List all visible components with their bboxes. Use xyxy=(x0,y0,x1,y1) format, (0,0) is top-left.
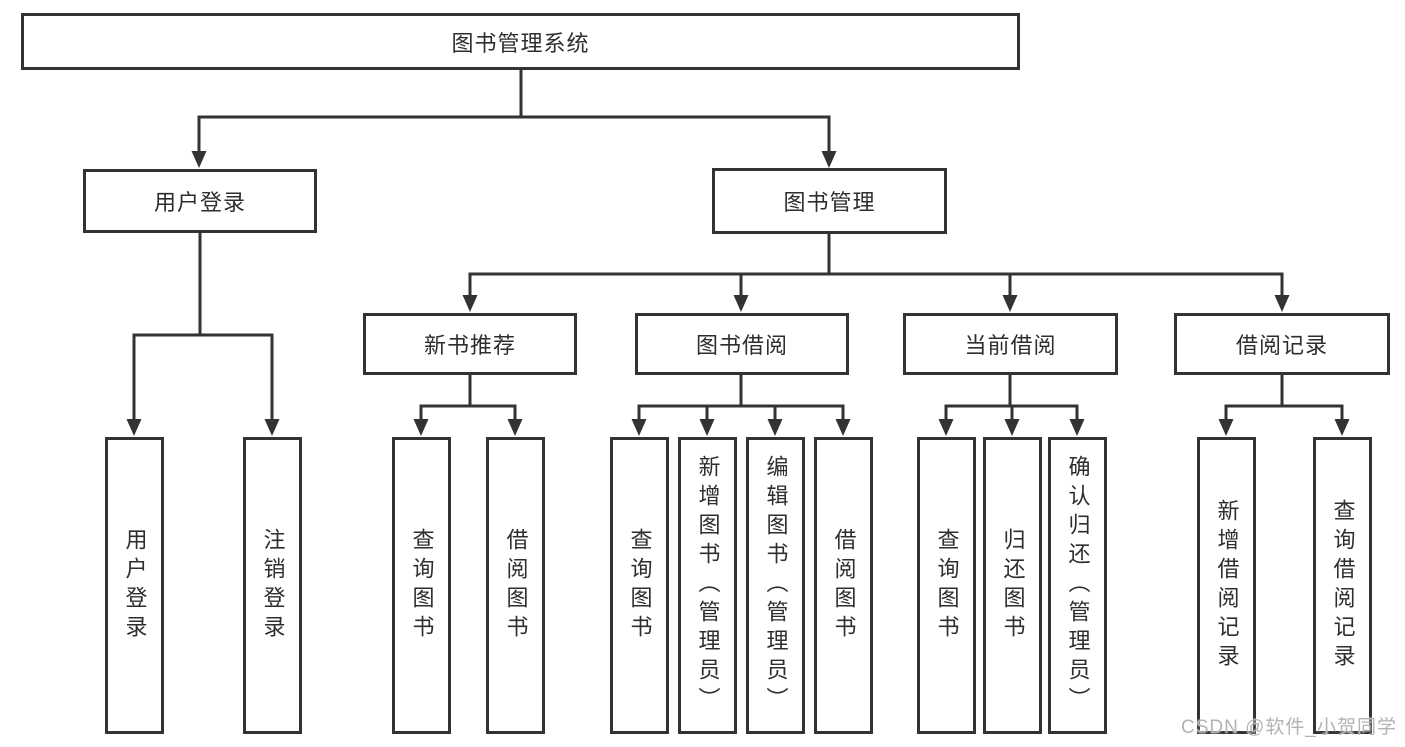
node-leaf-recommend-borrow-book: 借阅图书 xyxy=(486,437,545,734)
arrow-down-icon xyxy=(264,419,280,436)
node-leaf-records-add-record: 新增借阅记录 xyxy=(1197,437,1256,734)
node-leaf-borrow-add-book: 新增图书（管理员） xyxy=(678,437,737,734)
node-new-book-recommend: 新书推荐 xyxy=(363,313,577,375)
arrow-down-icon xyxy=(1334,419,1350,436)
watermark: CSDN @软件_小贺同学 xyxy=(1181,717,1397,738)
node-leaf-records-query-record: 查询借阅记录 xyxy=(1313,437,1372,734)
arrow-down-icon xyxy=(462,295,478,312)
node-user-login: 用户登录 xyxy=(83,169,317,233)
node-leaf-current-return-book: 归还图书 xyxy=(983,437,1042,734)
node-user-login-label: 用户登录 xyxy=(153,190,246,215)
node-leaf-records-add-record-label: 新增借阅记录 xyxy=(1214,498,1240,673)
node-leaf-borrow-edit-book-label: 编辑图书（管理员） xyxy=(763,455,789,716)
node-leaf-current-confirm-return: 确认归还（管理员） xyxy=(1048,437,1107,734)
node-borrow-records-label: 借阅记录 xyxy=(1235,333,1328,358)
node-leaf-logout: 注销登录 xyxy=(243,437,302,734)
arrow-down-icon xyxy=(835,419,851,436)
arrow-down-icon xyxy=(1069,419,1085,436)
arrow-down-icon xyxy=(507,419,523,436)
connector-segments xyxy=(132,67,1344,433)
node-leaf-borrow-query-book: 查询图书 xyxy=(610,437,669,734)
node-leaf-borrow-borrow-book-label: 借阅图书 xyxy=(831,527,857,644)
node-leaf-current-query-book-label: 查询图书 xyxy=(934,527,960,644)
node-leaf-recommend-query-book: 查询图书 xyxy=(392,437,451,734)
node-leaf-borrow-borrow-book: 借阅图书 xyxy=(814,437,873,734)
node-current-borrow: 当前借阅 xyxy=(903,313,1118,375)
node-leaf-borrow-edit-book: 编辑图书（管理员） xyxy=(746,437,805,734)
node-leaf-current-confirm-return-label: 确认归还（管理员） xyxy=(1065,455,1091,716)
node-leaf-borrow-query-book-label: 查询图书 xyxy=(627,527,653,644)
arrow-down-icon xyxy=(1004,419,1020,436)
node-root-label: 图书管理系统 xyxy=(451,30,590,56)
arrowhead-icons xyxy=(126,151,1350,436)
arrow-down-icon xyxy=(126,419,142,436)
node-leaf-current-query-book: 查询图书 xyxy=(917,437,976,734)
node-new-book-recommend-label: 新书推荐 xyxy=(423,333,516,358)
arrow-down-icon xyxy=(1002,295,1018,312)
arrow-down-icon xyxy=(631,419,647,436)
arrow-down-icon xyxy=(413,419,429,436)
node-leaf-current-return-book-label: 归还图书 xyxy=(1000,527,1026,644)
node-leaf-logout-label: 注销登录 xyxy=(260,527,286,644)
node-leaf-user-login-label: 用户登录 xyxy=(122,527,148,644)
arrow-down-icon xyxy=(821,151,837,168)
arrow-down-icon xyxy=(1274,295,1290,312)
node-current-borrow-label: 当前借阅 xyxy=(964,333,1057,358)
arrow-down-icon xyxy=(191,151,207,168)
node-leaf-user-login: 用户登录 xyxy=(105,437,164,734)
arrow-down-icon xyxy=(699,419,715,436)
node-leaf-records-query-record-label: 查询借阅记录 xyxy=(1330,498,1356,673)
node-borrow-records: 借阅记录 xyxy=(1174,313,1390,375)
node-book-borrow: 图书借阅 xyxy=(635,313,849,375)
node-leaf-recommend-borrow-book-label: 借阅图书 xyxy=(503,527,529,644)
arrow-down-icon xyxy=(938,419,954,436)
node-leaf-borrow-add-book-label: 新增图书（管理员） xyxy=(695,455,721,716)
node-book-borrow-label: 图书借阅 xyxy=(695,333,788,358)
arrow-down-icon xyxy=(767,419,783,436)
arrow-down-icon xyxy=(1218,419,1234,436)
node-leaf-recommend-query-book-label: 查询图书 xyxy=(409,527,435,644)
node-book-management-label: 图书管理 xyxy=(783,190,876,215)
node-book-management: 图书管理 xyxy=(712,168,947,234)
arrow-down-icon xyxy=(733,295,749,312)
node-root: 图书管理系统 xyxy=(21,13,1020,70)
